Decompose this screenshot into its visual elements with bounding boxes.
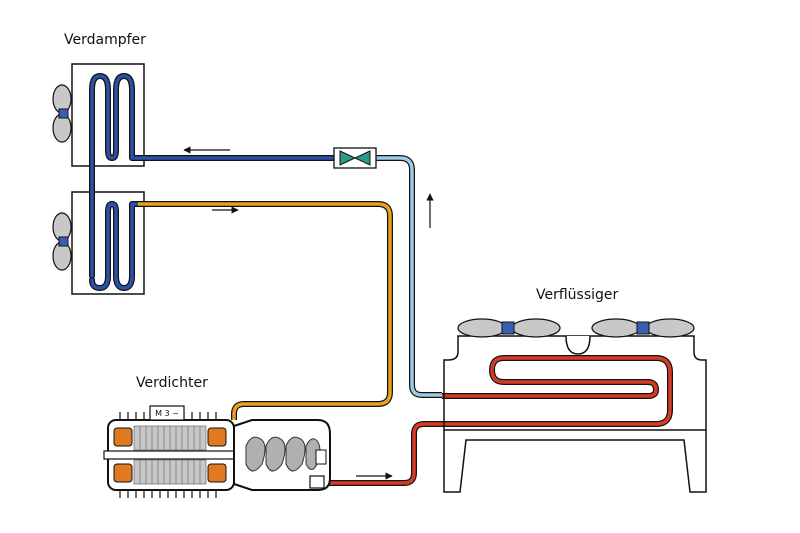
fan-icon (457, 318, 561, 338)
expansion-valve (333, 147, 377, 169)
fan-icon (591, 318, 695, 338)
compressor-label: Verdichter (136, 375, 208, 391)
compressor: M 3 ~ (103, 405, 331, 498)
fan-icon (52, 84, 72, 143)
motor-label: M 3 ~ (155, 409, 179, 418)
condenser-label: Verflüssiger (536, 287, 619, 303)
discharge-line (318, 355, 673, 486)
flow-arrows (183, 146, 434, 480)
evaporator-label: Verdampfer (64, 32, 146, 48)
evaporator-coil (89, 73, 141, 291)
fan-icon (52, 212, 72, 271)
suction-line (138, 201, 393, 420)
liquid-line (376, 155, 442, 398)
condenser (443, 318, 707, 493)
